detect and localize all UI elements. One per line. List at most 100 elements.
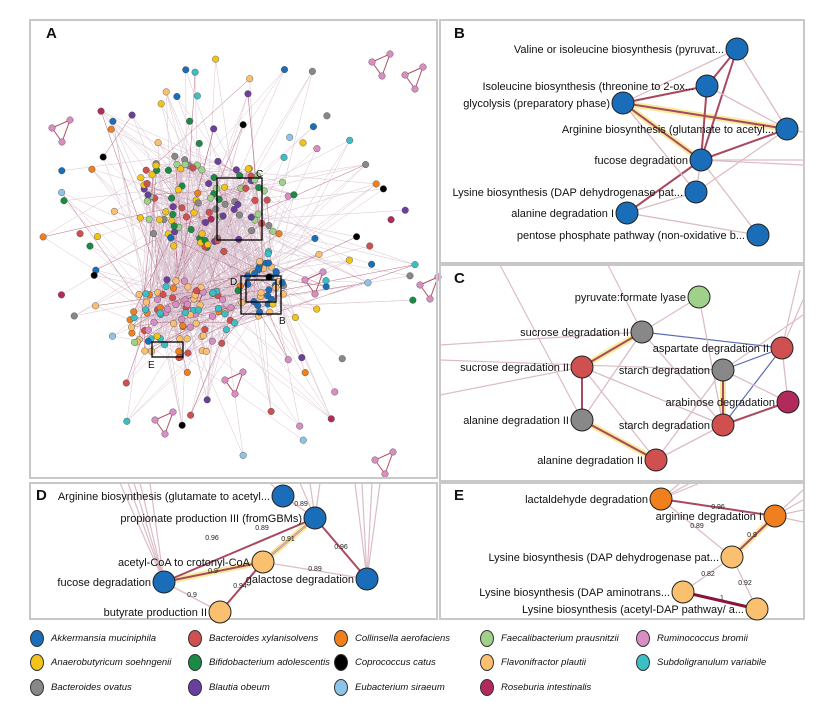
pathway-node bbox=[221, 200, 229, 208]
edge bbox=[223, 251, 259, 270]
pathway-node bbox=[194, 199, 202, 207]
pathway-node bbox=[131, 338, 139, 346]
edge bbox=[314, 271, 324, 295]
pathway-node[interactable] bbox=[649, 487, 673, 511]
node-label: starch degradation bbox=[619, 420, 710, 432]
edge-weight-label: 0.96 bbox=[205, 535, 219, 542]
pathway-node[interactable] bbox=[570, 355, 594, 379]
pathway-node bbox=[256, 257, 264, 265]
pathway-node bbox=[299, 436, 307, 444]
edge bbox=[622, 102, 702, 161]
pathway-node bbox=[136, 214, 144, 222]
pathway-node[interactable] bbox=[687, 285, 711, 309]
edge bbox=[63, 200, 223, 300]
pathway-node[interactable] bbox=[271, 484, 295, 508]
panel-e-frame bbox=[439, 482, 805, 620]
pathway-node bbox=[387, 216, 395, 224]
edge bbox=[622, 48, 738, 104]
pathway-node bbox=[244, 90, 252, 98]
pathway-node bbox=[143, 180, 151, 188]
edge bbox=[95, 204, 226, 271]
edge bbox=[182, 164, 366, 327]
pathway-node[interactable] bbox=[695, 74, 719, 98]
pathway-node[interactable] bbox=[775, 117, 799, 141]
pathway-node bbox=[198, 230, 206, 238]
pathway-node bbox=[159, 291, 167, 299]
legend-label: Flavonifractor plautii bbox=[501, 657, 587, 668]
pathway-node bbox=[191, 68, 199, 76]
pathway-node[interactable] bbox=[671, 580, 695, 604]
pathway-node[interactable] bbox=[355, 567, 379, 591]
edge bbox=[97, 236, 161, 314]
legend-label: Roseburia intestinalis bbox=[501, 682, 592, 693]
pathway-node bbox=[209, 289, 217, 297]
node-label: Lysine biosynthesis (DAP aminotrans... bbox=[479, 587, 670, 599]
pathway-node bbox=[57, 291, 65, 299]
pathway-node bbox=[301, 276, 309, 284]
pathway-node bbox=[183, 368, 191, 376]
pathway-node[interactable] bbox=[763, 504, 787, 528]
pathway-node[interactable] bbox=[711, 413, 735, 437]
panel-a-frame bbox=[29, 19, 438, 479]
pathway-node bbox=[97, 107, 105, 115]
pathway-node bbox=[195, 139, 203, 147]
pathway-node[interactable] bbox=[745, 597, 769, 621]
edge bbox=[259, 199, 268, 262]
edge bbox=[61, 119, 71, 143]
pathway-node[interactable] bbox=[746, 223, 770, 247]
box-label-b: B bbox=[279, 316, 286, 327]
pathway-node bbox=[123, 417, 131, 425]
edge bbox=[700, 48, 738, 161]
legend-swatch-icon bbox=[636, 630, 650, 647]
pathway-node[interactable] bbox=[611, 91, 635, 115]
pathway-node bbox=[181, 161, 189, 169]
pathway-node[interactable] bbox=[208, 600, 232, 624]
legend-swatch-icon bbox=[334, 654, 348, 671]
legend-label: Blautia obeum bbox=[209, 682, 270, 693]
panel-a-label: A bbox=[46, 25, 57, 42]
pathway-node[interactable] bbox=[689, 148, 713, 172]
pathway-node[interactable] bbox=[720, 545, 744, 569]
pathway-node bbox=[248, 227, 256, 235]
edge bbox=[219, 164, 366, 200]
pathway-node bbox=[148, 171, 156, 179]
pathway-node[interactable] bbox=[644, 448, 668, 472]
pathway-node bbox=[236, 172, 244, 180]
pathway-node bbox=[362, 161, 370, 169]
pathway-node[interactable] bbox=[570, 408, 594, 432]
pathway-node bbox=[231, 390, 239, 398]
pathway-node[interactable] bbox=[776, 390, 800, 414]
pathway-node bbox=[296, 422, 304, 430]
pathway-node[interactable] bbox=[770, 336, 794, 360]
edge bbox=[626, 212, 759, 236]
pathway-node bbox=[331, 388, 339, 396]
edge-weight-label: 0.89 bbox=[255, 525, 269, 532]
edge bbox=[208, 59, 216, 184]
edge bbox=[366, 482, 373, 580]
edge bbox=[253, 273, 255, 302]
pathway-node[interactable] bbox=[684, 180, 708, 204]
pathway-node bbox=[178, 421, 186, 429]
pathway-node[interactable] bbox=[251, 550, 275, 574]
pathway-node[interactable] bbox=[152, 570, 176, 594]
legend-swatch-icon bbox=[188, 630, 202, 647]
panel-b-frame bbox=[439, 19, 805, 264]
pathway-node[interactable] bbox=[711, 358, 735, 382]
pathway-node bbox=[327, 415, 335, 423]
legend-swatch-icon bbox=[334, 630, 348, 647]
legend-swatch-icon bbox=[480, 654, 494, 671]
pathway-node bbox=[214, 305, 222, 313]
edge bbox=[622, 85, 708, 104]
pathway-node bbox=[60, 197, 68, 205]
pathway-node[interactable] bbox=[303, 506, 327, 530]
pathway-node bbox=[207, 215, 215, 223]
pathway-node[interactable] bbox=[725, 37, 749, 61]
pathway-node bbox=[187, 226, 195, 234]
edge-weight-label: 0.91 bbox=[281, 536, 295, 543]
pathway-node bbox=[167, 234, 175, 242]
panel-b-label: B bbox=[454, 25, 465, 42]
edge bbox=[641, 331, 724, 426]
pathway-node[interactable] bbox=[615, 201, 639, 225]
pathway-node[interactable] bbox=[630, 320, 654, 344]
